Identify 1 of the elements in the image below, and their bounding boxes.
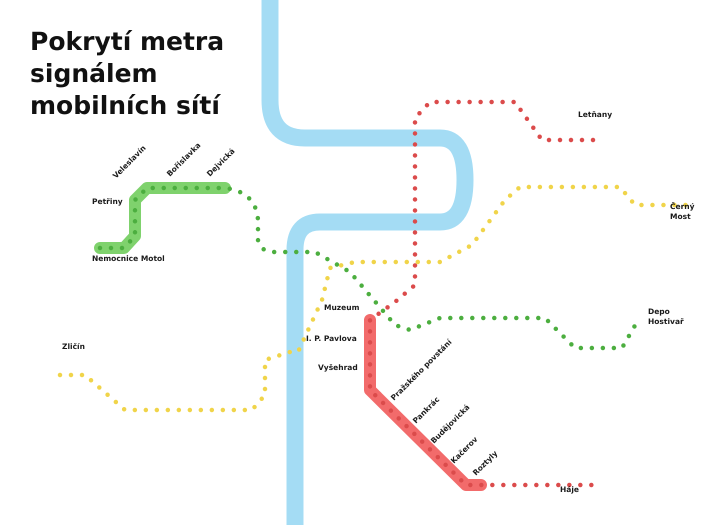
map-title: Pokrytí metra signálem mobilních sítí: [30, 26, 226, 122]
